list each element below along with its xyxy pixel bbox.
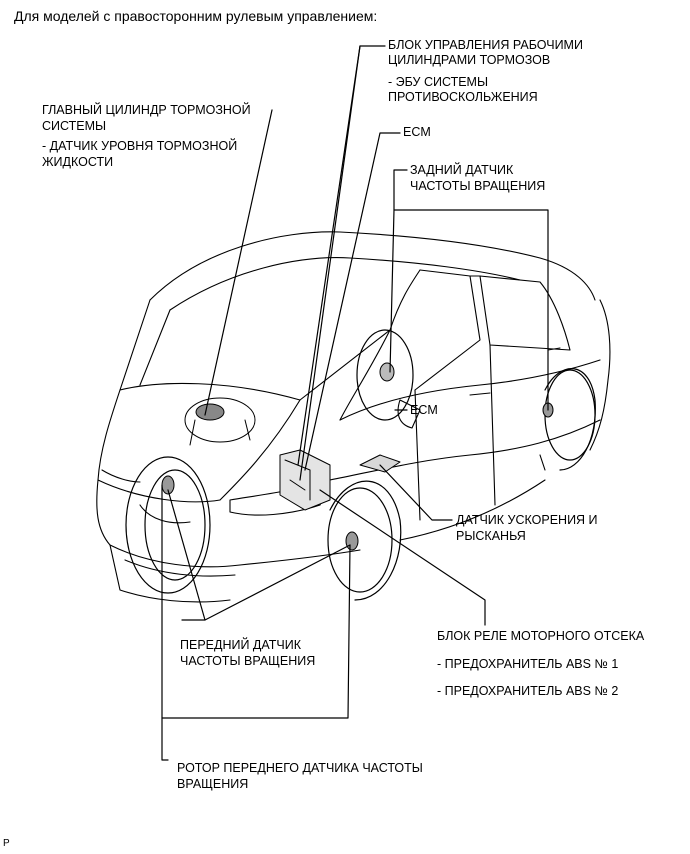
actuator-label-line1: БЛОК УПРАВЛЕНИЯ РАБОЧИМИ — [388, 38, 583, 52]
relay-fuse2-label: - ПРЕДОХРАНИТЕЛЬ ABS № 2 — [437, 684, 619, 698]
actuator-sub-label-line1: - ЭБУ СИСТЕМЫ — [388, 75, 489, 89]
fluid-level-sensor-label-line1: - ДАТЧИК УРОВНЯ ТОРМОЗНОЙ — [42, 139, 238, 153]
front-sensor-label-line2: ЧАСТОТЫ ВРАЩЕНИЯ — [180, 654, 316, 668]
brake-master-cylinder — [184, 397, 256, 446]
car-outline — [96, 231, 611, 603]
rear-wheel-near — [356, 329, 414, 421]
rear-wheel-far — [544, 368, 596, 471]
actuator-label-line2: ЦИЛИНДРАМИ ТОРМОЗОВ — [388, 53, 551, 67]
ecm-label-mid: ECM — [410, 403, 438, 417]
figure-code: P — [3, 838, 10, 849]
actuator-sub-label-line2: ПРОТИВОСКОЛЬЖЕНИЯ — [388, 90, 538, 104]
yaw-sensor-label-line2: РЫСКАНЬЯ — [456, 529, 526, 543]
master-cylinder-label-line2: СИСТЕМЫ — [42, 119, 107, 133]
leader-lines — [161, 45, 549, 761]
master-cylinder-label-line1: ГЛАВНЫЙ ЦИЛИНДР ТОРМОЗНОЙ — [42, 103, 251, 117]
rear-sensor-label-line2: ЧАСТОТЫ ВРАЩЕНИЯ — [410, 179, 546, 193]
relay-fuse1-label: - ПРЕДОХРАНИТЕЛЬ ABS № 1 — [437, 657, 619, 671]
ecm-unit — [379, 362, 395, 382]
front-left-wheel — [125, 456, 211, 594]
brake-actuator — [279, 449, 331, 511]
relay-block-label: БЛОК РЕЛЕ МОТОРНОГО ОТСЕКА — [437, 629, 645, 643]
diagram-heading: Для моделей с правосторонним рулевым упр… — [14, 8, 378, 24]
yaw-rate-sensor — [359, 454, 401, 473]
ecm-label-top: ECM — [403, 125, 431, 139]
fluid-level-sensor-label-line2: ЖИДКОСТИ — [42, 155, 114, 169]
rotor-label-line1: РОТОР ПЕРЕДНЕГО ДАТЧИКА ЧАСТОТЫ — [177, 761, 423, 775]
rear-sensor-label-line1: ЗАДНИЙ ДАТЧИК — [410, 163, 514, 177]
front-sensor-label-line1: ПЕРЕДНИЙ ДАТЧИК — [180, 638, 301, 652]
rotor-label-line2: ВРАЩЕНИЯ — [177, 777, 249, 791]
front-right-wheel — [327, 480, 402, 601]
yaw-sensor-label-line1: ДАТЧИК УСКОРЕНИЯ И — [456, 513, 598, 527]
